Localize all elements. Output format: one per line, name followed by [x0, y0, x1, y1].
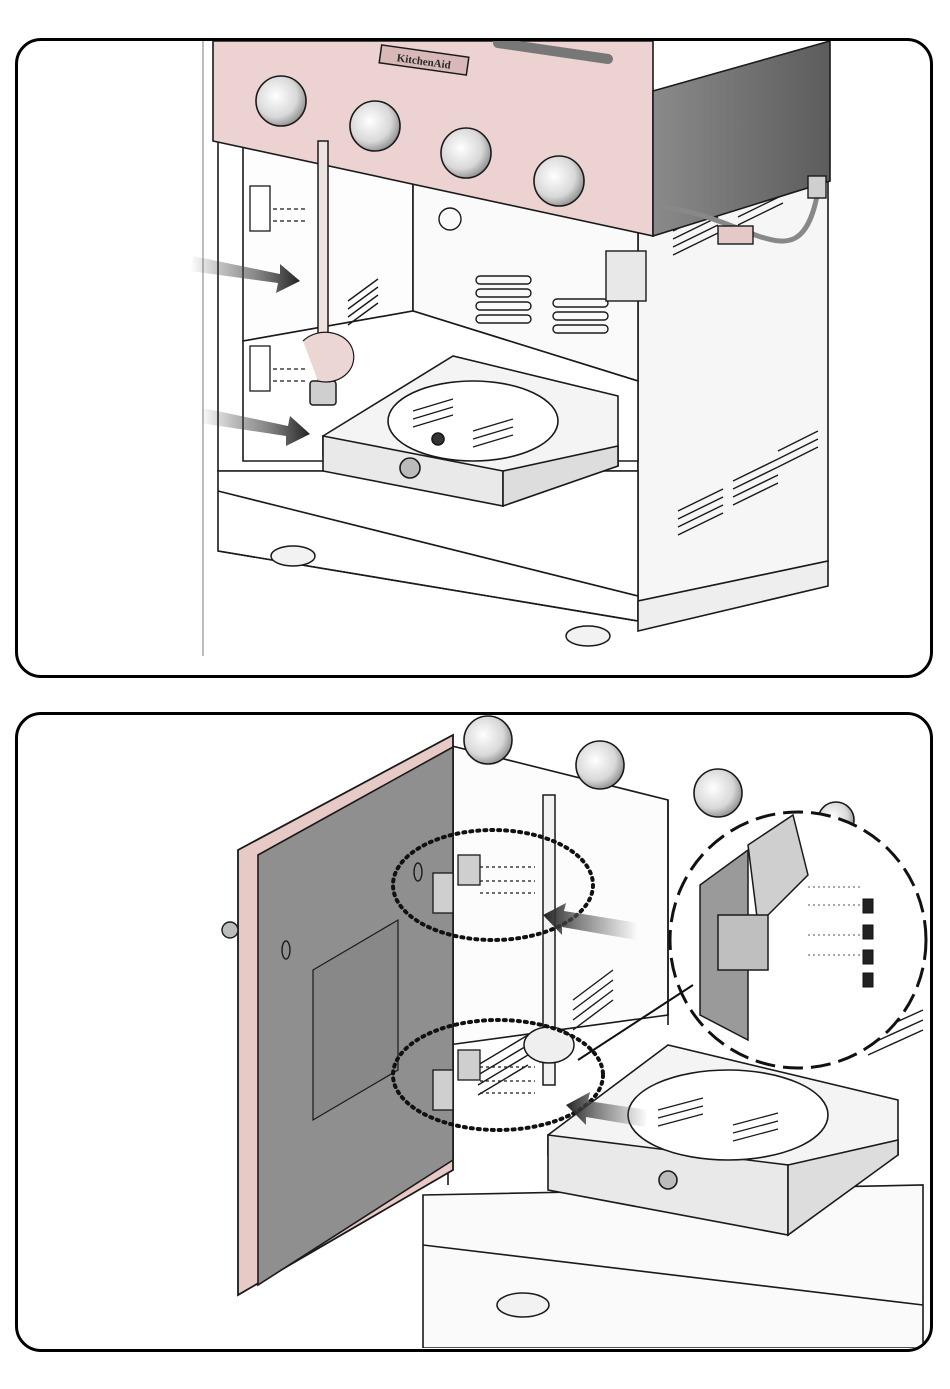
grill-cart-illustration-top: KitchenAid — [18, 41, 929, 674]
step-panel-top: KitchenAid — [15, 38, 933, 678]
grill-cart-illustration-bottom — [18, 715, 929, 1348]
step-panel-bottom — [15, 712, 933, 1352]
caster-wheels-bottom — [497, 1293, 549, 1317]
